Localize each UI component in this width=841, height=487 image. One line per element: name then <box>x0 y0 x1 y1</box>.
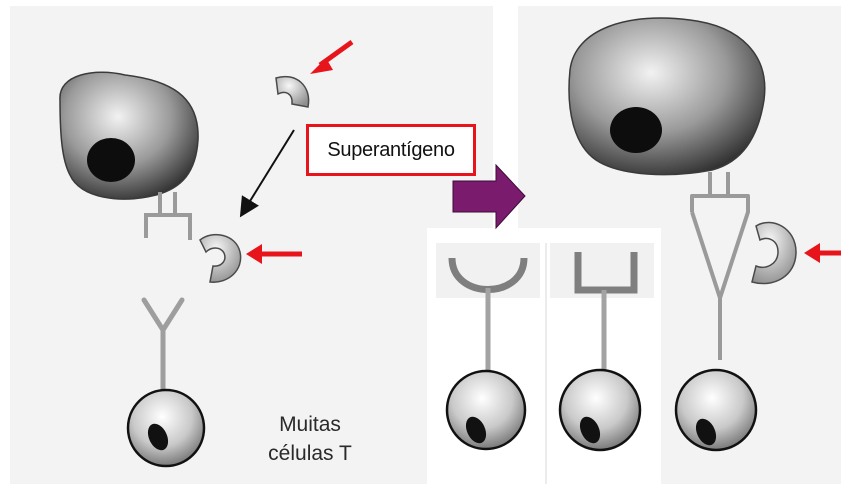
antigen-presenting-cell-bound <box>569 18 765 175</box>
activated-t-cell <box>676 370 756 450</box>
apc-bound-nucleus <box>610 107 662 153</box>
apc-nucleus <box>87 138 135 182</box>
superantigen-label: Superantígeno <box>306 124 476 176</box>
t-cells-caption: Muitas células T <box>250 410 370 468</box>
t-cell <box>128 390 204 466</box>
inset-t-cell-left <box>447 371 525 449</box>
antigen-presenting-cell <box>60 72 198 199</box>
inset-t-cell-right <box>560 370 640 450</box>
superantigen-label-text: Superantígeno <box>327 139 454 162</box>
caption-line-1: Muitas <box>250 410 370 439</box>
caption-line-2: células T <box>250 439 370 468</box>
